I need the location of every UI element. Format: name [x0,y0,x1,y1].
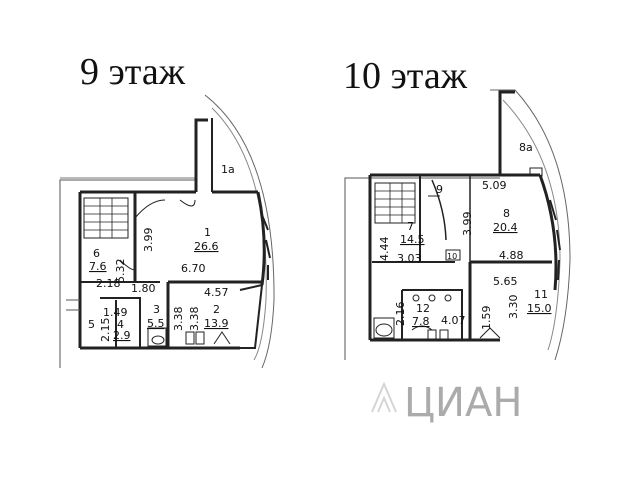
room-4-number: 4 [117,318,124,331]
room-5-label: 5 [88,318,95,331]
room-11-area: 15.0 [527,302,552,315]
room-7-number: 7 [407,220,414,233]
floor-9-title: 9 этаж [80,51,186,93]
dim-3-99: 3.99 [461,212,474,237]
room-11-number: 11 [534,288,548,301]
floor-10-title: 10 этаж [343,55,468,97]
room-6-number: 6 [93,247,100,260]
dim-5-09: 5.09 [482,179,507,192]
dim-2-18: 2.18 [96,277,121,290]
room-1-number: 1 [204,226,211,239]
room-9-label: 9 [436,183,443,196]
dim-1-59: 1.59 [480,306,493,331]
floor-10-labels: 8а 9 5.09 8 20.4 7 14.5 3.99 4.44 3.03 1… [378,141,552,330]
room-12-area: 7.8 [412,315,430,328]
room-8-area: 20.4 [493,221,518,234]
dim-5-65: 5.65 [493,275,518,288]
floor-9-plan [59,94,275,369]
dim-2-15: 2.15 [99,318,112,343]
dim-2-16: 2.16 [394,302,407,327]
room-12-number: 12 [416,302,430,315]
cian-house-icon [371,381,397,413]
room-1-area: 26.6 [194,240,219,253]
dim-4-07: 4.07 [441,314,466,327]
room-8a-label: 8а [519,141,533,154]
room-3-area: 5.5 [147,317,165,330]
dim-1-49: 1.49 [103,306,128,319]
dim-1-80: 1.80 [131,282,156,295]
room-2-area: 13.9 [204,317,229,330]
watermark-text: ЦИАН [404,380,522,426]
room-8-number: 8 [503,207,510,220]
room-4-area: 2.9 [113,329,131,342]
dim-3-99: 3.99 [142,228,155,253]
dim-3-38-b: 3.38 [172,307,185,332]
room-1a-label: 1а [221,163,235,176]
watermark: ЦИАН [371,380,522,426]
dim-3-38-a: 3.38 [188,307,201,332]
floor-10-plan [344,89,571,361]
dim-4-57: 4.57 [204,286,229,299]
dim-5-32: 5.32 [114,259,127,284]
dim-3-30: 3.30 [507,295,520,320]
room-7-area: 14.5 [400,233,425,246]
room-6-area: 7.6 [89,260,107,273]
room-3-number: 3 [153,303,160,316]
dim-3-03: 3.03 [397,252,422,265]
dim-4-44: 4.44 [378,237,391,262]
floor-9-labels: 1а 1 26.6 3.99 6.70 6 7.6 5.32 2.18 1.80… [88,163,235,342]
room-2-number: 2 [213,303,220,316]
dim-4-88: 4.88 [499,249,524,262]
dim-6-70: 6.70 [181,262,206,275]
room-10-label: 10 [447,252,457,261]
